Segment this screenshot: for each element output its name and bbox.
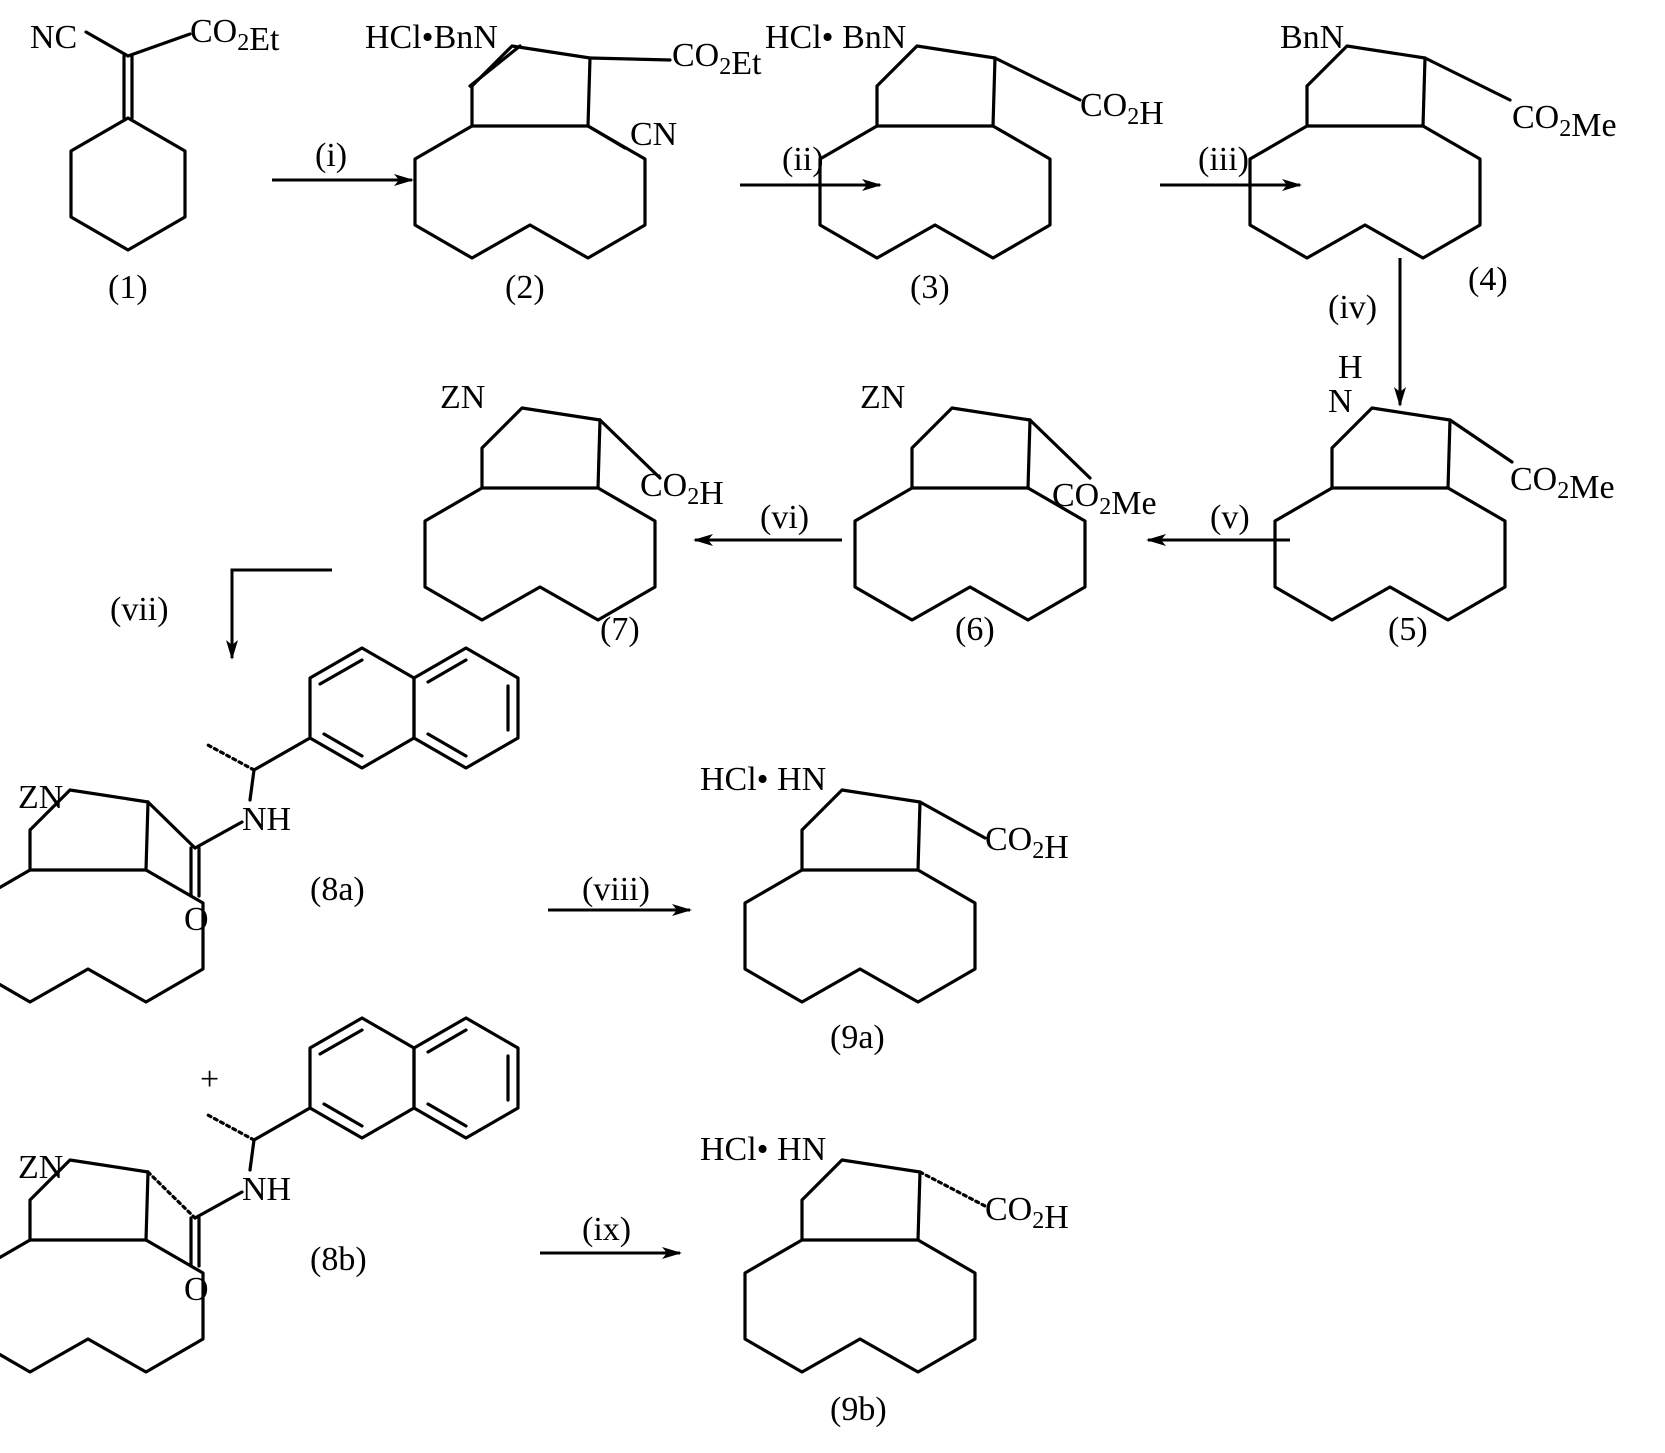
cn-group: CN	[630, 116, 677, 153]
step-label-vi: (vi)	[760, 499, 809, 536]
compound-9b: HCl• HN CO2H (9b)	[700, 1131, 1069, 1428]
acid-group: CO2H	[985, 1191, 1069, 1236]
compound-5: H N CO2Me (5)	[1275, 349, 1615, 648]
compound-label-7: (7)	[600, 611, 640, 648]
compound-label-9b: (9b)	[830, 1391, 887, 1428]
step-label-i: (i)	[315, 137, 347, 174]
ester-group: CO2Me	[1510, 461, 1615, 506]
compound-label-8a: (8a)	[310, 871, 365, 908]
amine-group: HCl• HN	[700, 761, 826, 798]
arrow-step-ix: (ix)	[540, 1211, 680, 1253]
step-label-vii: (vii)	[110, 591, 169, 628]
compound-6: ZN CO2Me (6)	[855, 379, 1157, 648]
arrow-step-i: (i)	[272, 137, 412, 180]
compound-label-3: (3)	[910, 269, 950, 306]
acid-group: CO2H	[985, 821, 1069, 866]
compound-label-1: (1)	[108, 269, 148, 306]
step-label-iv: (iv)	[1328, 289, 1377, 326]
amide-nh: NH	[242, 1171, 291, 1208]
ester-group: CO2Me	[1052, 477, 1157, 522]
amine-group: HCl• HN	[700, 1131, 826, 1168]
acid-group: CO2H	[640, 467, 724, 512]
arrow-step-viii: (viii)	[548, 871, 690, 910]
ester-group: CO2Me	[1512, 99, 1617, 144]
compound-4: BnN CO2Me (4)	[1250, 19, 1617, 298]
arrow-step-ii: (ii)	[740, 141, 880, 185]
amine-group: ZN	[18, 779, 63, 816]
arrow-step-iii: (iii)	[1160, 141, 1300, 185]
arrow-step-vii: (vii)	[110, 570, 332, 658]
step-label-viii: (viii)	[582, 871, 650, 908]
acid-group: CO2H	[1080, 87, 1164, 132]
step-label-ii: (ii)	[782, 141, 824, 178]
arrow-step-v: (v)	[1148, 499, 1290, 540]
amide-nh: NH	[242, 801, 291, 838]
compound-label-9a: (9a)	[830, 1019, 885, 1056]
compound-label-6: (6)	[955, 611, 995, 648]
nh-hydrogen: H	[1338, 349, 1363, 386]
carbonyl-o: O	[184, 901, 209, 938]
amine-group: HCl•BnN	[365, 19, 498, 56]
compound-8a: ZN NH O (8a)	[0, 648, 518, 1002]
amine-group: ZN	[18, 1149, 63, 1186]
step-label-v: (v)	[1210, 499, 1250, 536]
compound-3: HCl• BnN CO2H (3)	[765, 19, 1164, 306]
compound-label-4: (4)	[1468, 261, 1508, 298]
nh-nitrogen: N	[1328, 383, 1353, 420]
amine-group: HCl• BnN	[765, 19, 906, 56]
compound-7: ZN CO2H (7)	[425, 379, 724, 648]
compound-label-2: (2)	[505, 269, 545, 306]
step-label-iii: (iii)	[1198, 141, 1249, 178]
amine-group: ZN	[440, 379, 485, 416]
amine-group: BnN	[1280, 19, 1344, 56]
compound-label-5: (5)	[1388, 611, 1428, 648]
amine-group: ZN	[860, 379, 905, 416]
compound-label-8b: (8b)	[310, 1241, 367, 1278]
plus-sign: +	[200, 1061, 219, 1098]
compound-9a: HCl• HN CO2H (9a)	[700, 761, 1069, 1056]
step-label-ix: (ix)	[582, 1211, 631, 1248]
carbonyl-o: O	[184, 1271, 209, 1308]
ester-group: CO2Et	[190, 13, 280, 58]
nc-group: NC	[30, 19, 77, 56]
compound-2: HCl•BnN CO2Et CN (2)	[365, 19, 762, 306]
compound-8b: ZN NH O (8b)	[0, 1018, 518, 1372]
ester-group: CO2Et	[672, 37, 762, 82]
compound-1: NC CO2Et (1)	[30, 13, 280, 306]
